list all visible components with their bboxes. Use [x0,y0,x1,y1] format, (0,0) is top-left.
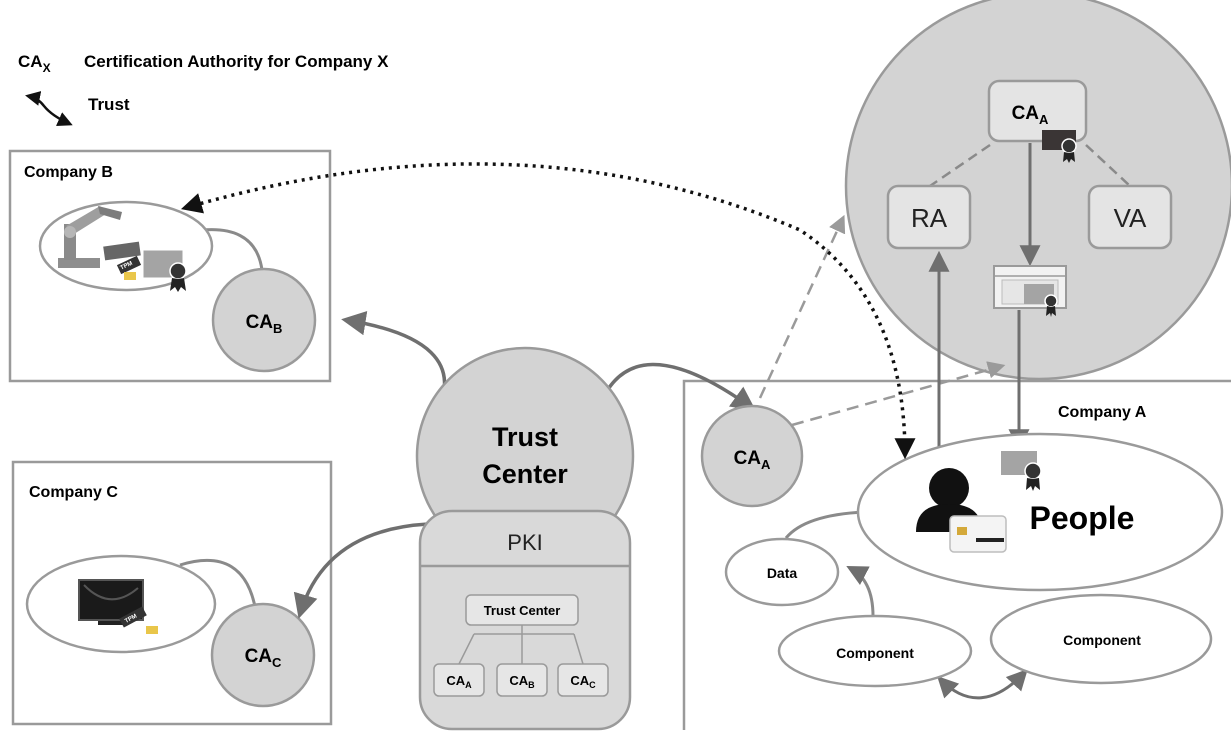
tpm-chip-label: TPM [120,261,134,272]
tpm-chip-icon: TPM [119,606,158,634]
ca-a-top-label: CAA [1012,103,1049,127]
component-left-ellipse [777,614,973,688]
trust-arrows-icon [25,91,73,126]
data-ellipse [724,537,840,607]
smart-card-icon [949,515,1007,553]
pki-ca-a-label: CAA [446,673,472,690]
company-b-label: Company B [24,164,113,181]
trust-relationship-line [180,162,916,460]
component-right-label: Component [1063,632,1141,648]
ca-c-node [210,602,316,708]
component-left-label: Component [836,645,914,661]
pki-ca-c-label: CAC [570,673,596,690]
trust-center-line1: Trust [492,422,558,452]
legend: CAX Certification Authority for Company … [18,52,389,126]
pki-ca-c-box [557,663,609,697]
pki-ca-b-label: CAB [509,673,535,690]
ca-a-top-box [987,79,1088,143]
legend-ca-symbol: CAX [18,52,51,75]
component-right-ellipse [989,593,1213,685]
va-box [1087,184,1173,250]
robot-arm-icon [58,206,141,268]
company-b-box: Company B TPM CAB [8,149,332,383]
tpm-chip-label: TPM [124,614,138,625]
pki-label: PKI [507,530,542,555]
certificate-icon [1042,130,1077,163]
company-c-label: Company C [29,484,118,501]
company-c-box: Company C TPM CAC [11,460,333,726]
pki-ca-b-box [496,663,548,697]
trust-center-line2: Center [482,459,568,489]
va-label: VA [1114,203,1147,233]
company-a-label: Company A [1058,404,1147,421]
legend-trust-label: Trust [88,95,130,114]
ra-label: RA [911,203,948,233]
tpm-chip-icon: TPM [116,255,142,280]
ca-c-label: CAC [245,646,282,670]
ca-a-pki-circle: CAA RA VA [844,0,1231,381]
pki-ca-a-box [433,663,485,697]
data-label: Data [767,565,798,581]
people-label: People [1030,500,1135,536]
legend-ca-description: Certification Authority for Company X [84,52,389,71]
certificate-icon [1001,451,1042,491]
trust-center-root-label: Trust Center [484,603,561,618]
certificate-document-icon [993,265,1067,317]
